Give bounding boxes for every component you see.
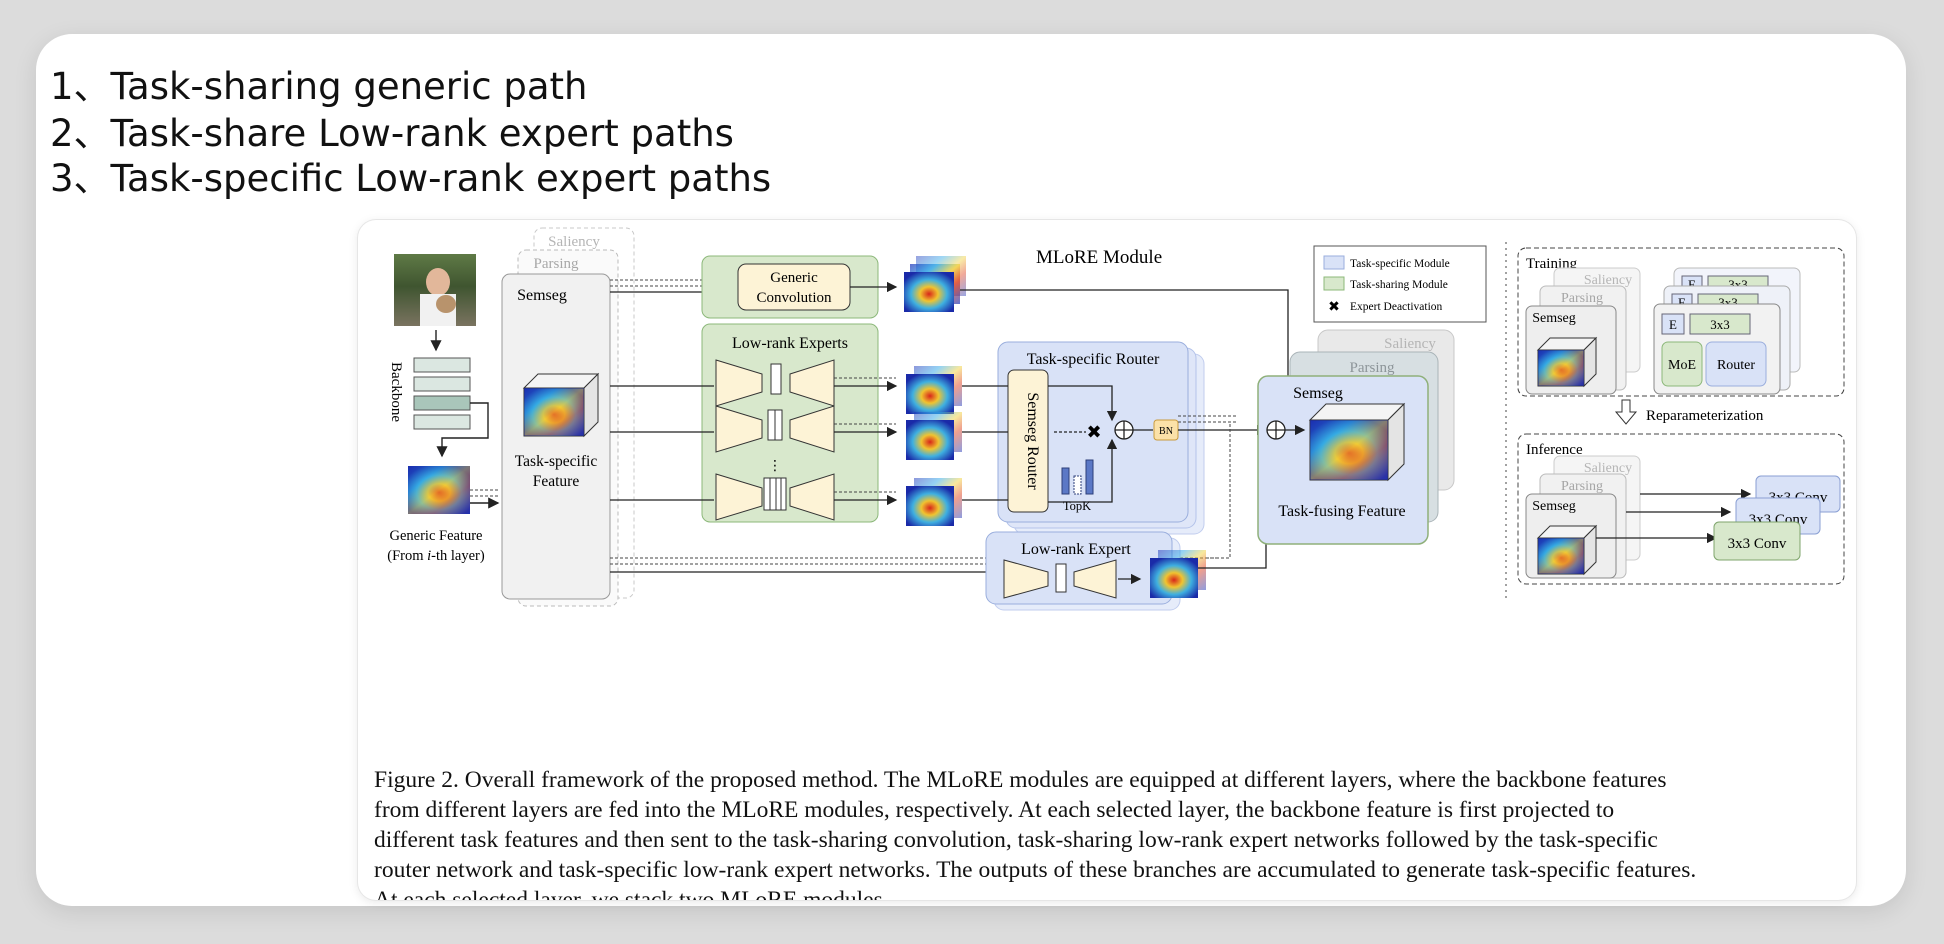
fusing-semseg-label: Semseg: [1293, 385, 1343, 402]
fused-feature-cube: [1308, 402, 1406, 482]
legend-specific-label: Task-specific Module: [1350, 258, 1450, 270]
low-rank-expert-label: Low-rank Expert: [1021, 541, 1131, 558]
sum-node-2: [1266, 420, 1286, 440]
generic-output-maps: [904, 256, 966, 312]
infer-conv-box-semseg: [1713, 521, 1801, 561]
generic-feature-source: (From i-th layer): [387, 548, 485, 564]
semseg-router-label: Semseg Router: [1024, 392, 1041, 490]
task-specific-feature-label-1: Task-specific: [515, 453, 598, 470]
figure-panel: Backbone Generic Feature (From i-th laye…: [358, 220, 1856, 900]
input-image: [394, 254, 476, 326]
generic-feature-label: Generic Feature: [390, 528, 483, 544]
train-e-label-back-2: E: [1688, 277, 1696, 292]
train-moe-box: [1661, 341, 1703, 387]
train-feature-cube: [1536, 336, 1598, 388]
deactivation-cross-icon: ✖: [1086, 422, 1101, 443]
infer-saliency-label: Saliency: [1584, 461, 1632, 476]
infer-parsing-label: Parsing: [1561, 479, 1603, 494]
figure-caption: Figure 2. Overall framework of the propo…: [374, 765, 1838, 900]
task-specific-feature-label-2: Feature: [533, 473, 580, 490]
topk-bars: [1061, 459, 1094, 495]
router-path-bottom: [1048, 438, 1118, 503]
train-e-box: [1661, 313, 1685, 335]
caption-line-5: At each selected layer, we stack two MLo…: [374, 887, 889, 900]
caption-line-1: Figure 2. Overall framework of the propo…: [374, 767, 1667, 793]
infer-feature-cube: [1536, 524, 1598, 576]
semseg-router-box: [1007, 369, 1049, 513]
legend-specific-swatch: [1323, 255, 1345, 270]
arrow-backbone-to-feature: [436, 402, 489, 458]
experts-ellipsis: ⋮: [768, 458, 782, 474]
arrow-bottom-to-fusion: [1198, 438, 1272, 569]
fusing-saliency-label: Saliency: [1384, 336, 1436, 352]
module-title: MLoRE Module: [1036, 247, 1162, 268]
reparameterization-label: Reparameterization: [1646, 408, 1764, 424]
train-e-label-back-1: E: [1678, 295, 1686, 310]
sum-node-1: [1114, 420, 1134, 440]
backbone-label: Backbone: [388, 362, 404, 422]
infer-conv-label-semseg: 3x3 Conv: [1728, 536, 1787, 552]
legend-deactivation-label: Expert Deactivation: [1350, 301, 1443, 313]
dotted-bottom-up: [1206, 424, 1231, 559]
legend-cross-icon: ✖: [1328, 299, 1340, 315]
screenshot-card: 1、Task-sharing generic path 2、Task-share…: [36, 34, 1906, 906]
backbone-stack: [413, 357, 471, 430]
generic-feature-map: [408, 466, 470, 514]
parsing-card-label: Parsing: [534, 256, 580, 272]
caption-line-4: router network and task-specific low-ran…: [374, 857, 1697, 883]
legend-sharing-label: Task-sharing Module: [1350, 279, 1448, 291]
train-parsing-label: Parsing: [1561, 291, 1603, 306]
train-router-box: [1705, 341, 1767, 387]
train-3x3-label: 3x3: [1710, 317, 1730, 332]
bn-label: BN: [1159, 426, 1173, 437]
fusing-parsing-label: Parsing: [1350, 360, 1396, 376]
bottom-output-maps: [1150, 550, 1206, 598]
train-3x3-box: [1689, 313, 1751, 335]
caption-line-2: from different layers are fed into the M…: [374, 797, 1615, 823]
train-semseg-label: Semseg: [1532, 311, 1576, 326]
note-line-1: 1、Task-sharing generic path: [50, 65, 588, 108]
semseg-card-label: Semseg: [517, 287, 567, 304]
train-moe-label: MoE: [1668, 358, 1696, 373]
saliency-card-label: Saliency: [548, 234, 600, 250]
low-rank-experts-label: Low-rank Experts: [732, 335, 848, 352]
task-feature-cube: [522, 372, 600, 438]
generic-conv-label-1: Generic: [770, 270, 818, 286]
expert-n: [715, 473, 835, 521]
legend-sharing-swatch: [1323, 276, 1345, 291]
inference-label: Inference: [1526, 442, 1583, 458]
train-router-label: Router: [1717, 358, 1755, 373]
infer-semseg-label: Semseg: [1532, 499, 1576, 514]
router-path-top: [1048, 385, 1118, 422]
expert-output-maps: [906, 366, 962, 526]
train-saliency-label: Saliency: [1584, 273, 1632, 288]
reparameterization-arrow-icon: [1614, 399, 1638, 425]
generic-conv-label-2: Convolution: [756, 290, 832, 306]
topk-label: TopK: [1063, 499, 1091, 513]
expert-2: [715, 405, 835, 453]
framework-diagram: Backbone Generic Feature (From i-th laye…: [387, 227, 1845, 611]
task-fusing-feature-label: Task-fusing Feature: [1278, 503, 1405, 520]
train-e-label: E: [1669, 317, 1677, 332]
note-line-3: 3、Task-specific Low-rank expert paths: [50, 157, 772, 200]
note-line-2: 2、Task-share Low-rank expert paths: [50, 112, 734, 155]
caption-line-3: different task features and then sent to…: [374, 827, 1658, 853]
bottom-expert-shape: [1003, 559, 1117, 599]
task-specific-router-label: Task-specific Router: [1027, 351, 1160, 368]
